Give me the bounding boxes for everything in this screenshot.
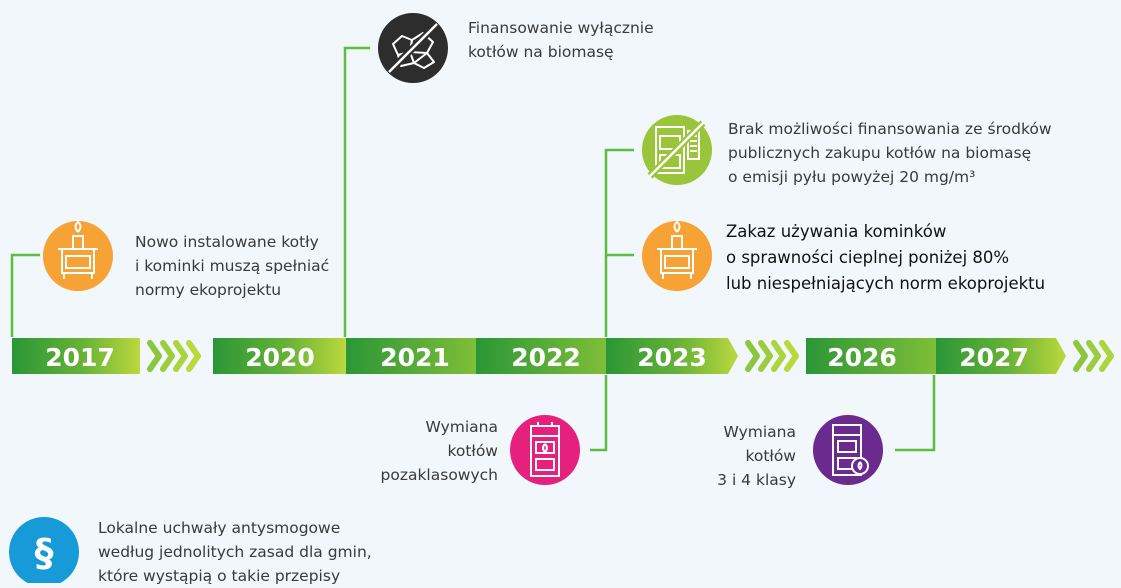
chevrons xyxy=(147,340,1114,372)
event-2017-text: Nowo instalowane kotły i kominki muszą s… xyxy=(135,230,329,302)
text-line: Lokalne uchwały antysmogowe xyxy=(98,519,341,537)
text-line: pozaklasowych xyxy=(380,466,499,484)
text-line: Nowo instalowane kotły xyxy=(135,233,319,251)
year-bar-2023 xyxy=(606,338,738,374)
text-line: normy ekoprojektu xyxy=(135,281,282,299)
text-line: kotłów na biomasę xyxy=(468,43,614,61)
text-line: o emisji pyłu powyżej 20 mg/m³ xyxy=(728,168,976,186)
text-line: i kominki muszą spełniać xyxy=(135,257,330,275)
chevron-arrows-after-2023 xyxy=(745,340,799,372)
year-label-2022: 2022 xyxy=(511,343,581,372)
connector-2026-replace xyxy=(895,375,936,452)
year-label-2017: 2017 xyxy=(45,343,115,372)
connector-2017 xyxy=(10,253,40,337)
paragraph-icon: § xyxy=(9,517,79,583)
text-line: kotłów xyxy=(447,442,498,460)
year-label-2026: 2026 xyxy=(827,343,897,372)
fireplace-icon xyxy=(642,220,712,291)
timeline-bars xyxy=(12,338,1066,374)
connector-lines xyxy=(10,46,936,452)
text-line: Wymiana xyxy=(425,418,498,436)
boiler-icon xyxy=(813,415,883,485)
text-line: Zakaz używania kominków xyxy=(726,222,947,241)
year-bar-2017 xyxy=(12,338,140,374)
year-label-2021: 2021 xyxy=(380,343,450,372)
text-line: publicznych zakupu kotłów na biomasę xyxy=(728,144,1032,162)
year-labels: 2017 2020 2021 2022 2023 2026 2027 xyxy=(45,343,1029,372)
text-line: o sprawności cieplnej poniżej 80% xyxy=(726,248,1010,267)
paragraph-symbol: § xyxy=(35,531,54,575)
connector-2023-funding xyxy=(604,148,634,337)
local-regulations-text: Lokalne uchwały antysmogowe według jedno… xyxy=(98,516,372,588)
boiler-icon xyxy=(510,415,580,485)
event-2021-text: Finansowanie wyłącznie kotłów na biomasę xyxy=(468,16,654,64)
crossed-boiler-icon xyxy=(642,115,712,185)
fireplace-icon xyxy=(43,220,113,291)
text-line: które wystąpią o takie przepisy xyxy=(98,567,341,585)
text-line: kotłów xyxy=(745,447,796,465)
year-label-2023: 2023 xyxy=(637,343,707,372)
text-line: według jednolitych zasad dla gmin, xyxy=(98,543,372,561)
event-2023-funding-text: Brak możliwości finansowania ze środków … xyxy=(728,117,1052,189)
connector-2021 xyxy=(343,46,370,337)
year-label-2020: 2020 xyxy=(245,343,315,372)
year-bar-2022 xyxy=(476,338,606,374)
event-2022-replace-text: Wymiana kotłów pozaklasowych xyxy=(370,415,499,487)
year-bar-2021 xyxy=(346,338,476,374)
text-line: Finansowanie wyłącznie xyxy=(468,19,654,37)
event-2026-replace-text: Wymiana kotłów 3 i 4 klasy xyxy=(700,420,796,492)
year-bar-2027 xyxy=(936,338,1066,374)
text-line: Brak możliwości finansowania ze środków xyxy=(728,120,1052,138)
year-bar-2020 xyxy=(213,338,346,374)
connector-2022-replace xyxy=(590,375,608,452)
year-label-2027: 2027 xyxy=(959,343,1029,372)
text-line: lub niespełniających norm ekoprojektu xyxy=(726,274,1046,293)
chevron-arrows-after-2027 xyxy=(1073,340,1114,372)
text-line: 3 i 4 klasy xyxy=(717,471,796,489)
chevron-arrows-after-2017 xyxy=(147,340,201,372)
text-line: Wymiana xyxy=(723,423,796,441)
crossed-coal-icon xyxy=(378,13,448,83)
year-bar-2026 xyxy=(806,338,936,374)
event-2023-fireplace-text: Zakaz używania kominków o sprawności cie… xyxy=(726,219,1045,297)
